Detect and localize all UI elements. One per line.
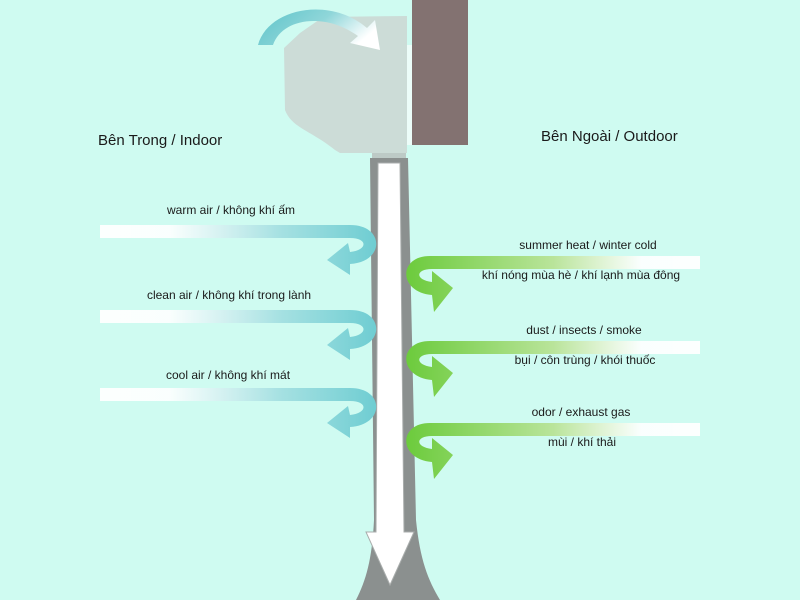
outdoor-flow-label-odor-vi: mùi / khí thải bbox=[547, 435, 617, 449]
pipe bbox=[356, 158, 440, 600]
outdoor-flow-arrow-icon bbox=[406, 423, 700, 479]
outdoor-flow-label-dust-en: dust / insects / smoke bbox=[526, 323, 642, 337]
outdoor-flow-arrow-icon bbox=[406, 341, 700, 397]
indoor-title: Bên Trong / Indoor bbox=[98, 132, 223, 149]
intake-arrow-icon bbox=[258, 9, 380, 50]
outdoor-flow-label-heat-vi: khí nóng mùa hè / khí lạnh mùa đông bbox=[481, 268, 681, 282]
indoor-flow-arrow-icon bbox=[100, 388, 377, 438]
wall bbox=[407, 0, 468, 145]
indoor-flow-label-warm: warm air / không khí ấm bbox=[166, 203, 296, 217]
indoor-flow-label-cool: cool air / không khí mát bbox=[165, 368, 291, 382]
indoor-flow-arrow-icon bbox=[100, 225, 377, 275]
outdoor-flow-label-dust-vi: bụi / côn trùng / khói thuốc bbox=[514, 353, 656, 367]
outdoor-flow-label-heat-en: summer heat / winter cold bbox=[519, 238, 657, 252]
outdoor-flow-label-odor-en: odor / exhaust gas bbox=[531, 405, 631, 419]
outdoor-title: Bên Ngoài / Outdoor bbox=[541, 128, 678, 145]
indoor-flow-label-clean: clean air / không khí trong lành bbox=[146, 288, 312, 302]
indoor-flow-arrow-icon bbox=[100, 310, 377, 360]
outdoor-flow-arrow-icon bbox=[406, 256, 700, 312]
indoor-unit bbox=[284, 16, 407, 160]
